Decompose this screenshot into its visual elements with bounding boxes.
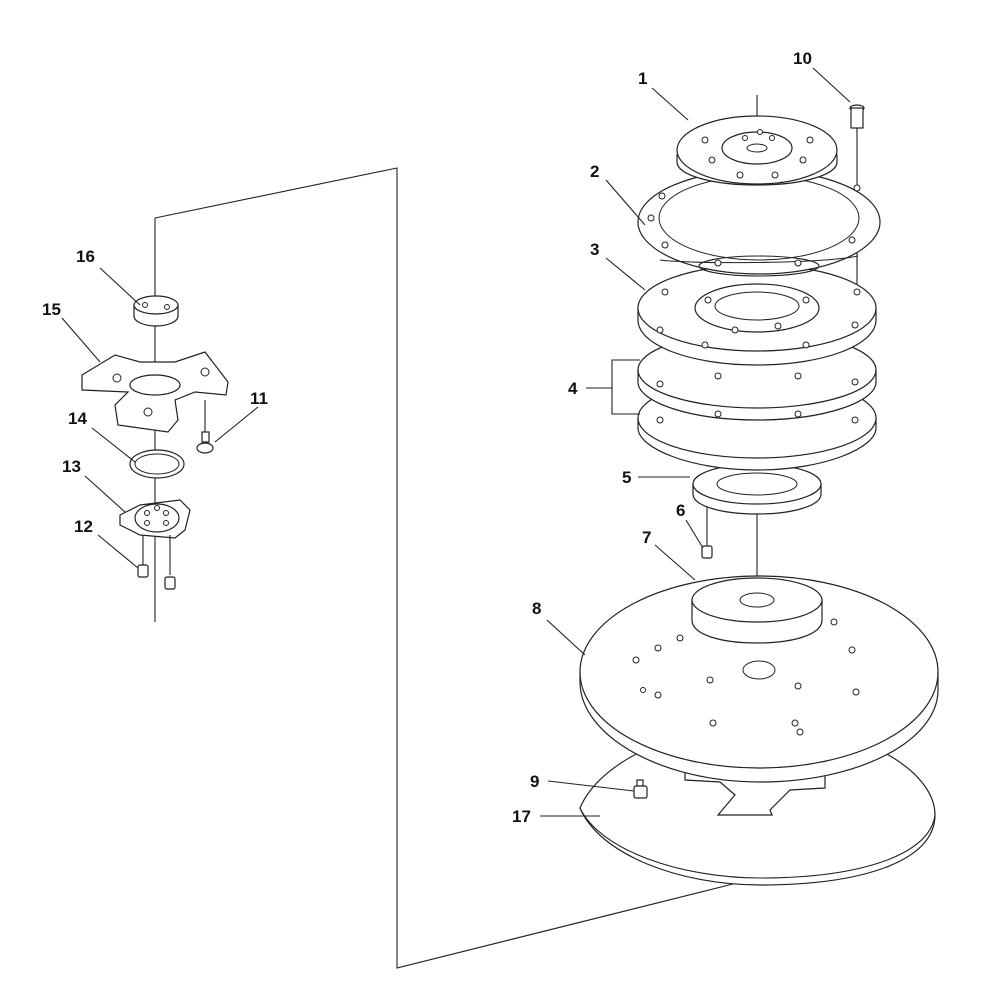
callout-3: 3 (590, 240, 599, 259)
part-15-bracket (81, 351, 229, 433)
assembly-frame-outline (154, 167, 758, 969)
callout-7: 7 (642, 528, 651, 547)
callout-10: 10 (793, 49, 812, 68)
callout-8: 8 (532, 599, 541, 618)
part-5-flange (692, 463, 822, 515)
callout-11: 11 (250, 389, 268, 408)
callout-16: 16 (76, 247, 95, 266)
part-11-bolt (196, 400, 214, 454)
part-12-bolts (137, 535, 176, 590)
part-2-ring-gasket (637, 169, 881, 277)
part-1-top-disc (676, 115, 838, 186)
callout-1: 1 (638, 69, 647, 88)
part-13-plate (119, 499, 191, 539)
callout-4: 4 (568, 379, 578, 398)
part-16-cap (133, 295, 179, 327)
callout-13: 13 (62, 457, 81, 476)
part-10-bolt (849, 104, 865, 129)
callout-15: 15 (42, 300, 61, 319)
callout-14: 14 (68, 409, 87, 428)
leader-lines (61, 67, 851, 817)
callout-6: 6 (676, 501, 685, 520)
part-7-hub (691, 577, 823, 644)
part-6-bolt (701, 545, 713, 559)
part-9-bolt (633, 779, 648, 799)
callout-17: 17 (512, 807, 531, 826)
part-3-disc (637, 264, 877, 366)
callout-5: 5 (622, 468, 631, 487)
callout-9: 9 (530, 772, 539, 791)
callout-2: 2 (590, 162, 599, 181)
part-8-large-disc (579, 575, 939, 783)
part-14-o-ring (129, 449, 185, 479)
callout-12: 12 (74, 517, 93, 536)
